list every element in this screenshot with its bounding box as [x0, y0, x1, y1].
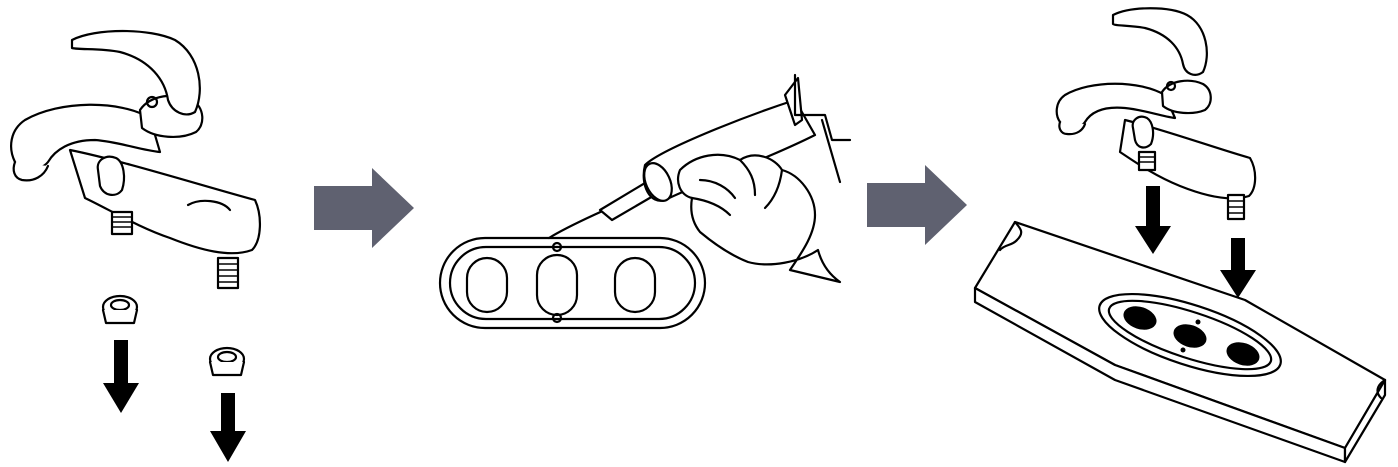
next-step-arrow-icon	[867, 165, 969, 245]
down-arrow-icon	[103, 340, 139, 413]
down-arrow-icon	[1220, 238, 1256, 298]
gasket-plate-icon	[438, 236, 707, 330]
step-2-apply-sealant	[430, 0, 870, 467]
down-arrow-icon	[1135, 186, 1171, 254]
next-step-arrow-icon	[314, 168, 416, 248]
gasket-on-counter-icon	[1098, 292, 1282, 378]
step-1-faucet-remove-nuts	[0, 0, 300, 467]
mounting-nut-right	[208, 346, 246, 377]
faucet-icon	[10, 29, 261, 462]
mounting-nut-left	[101, 294, 139, 325]
countertop-install-icon	[973, 7, 1387, 464]
caulk-gun-icon	[438, 73, 852, 330]
faucet-icon	[1055, 7, 1257, 221]
step-3-install-faucet	[965, 0, 1398, 467]
down-arrow-icon	[210, 393, 246, 462]
